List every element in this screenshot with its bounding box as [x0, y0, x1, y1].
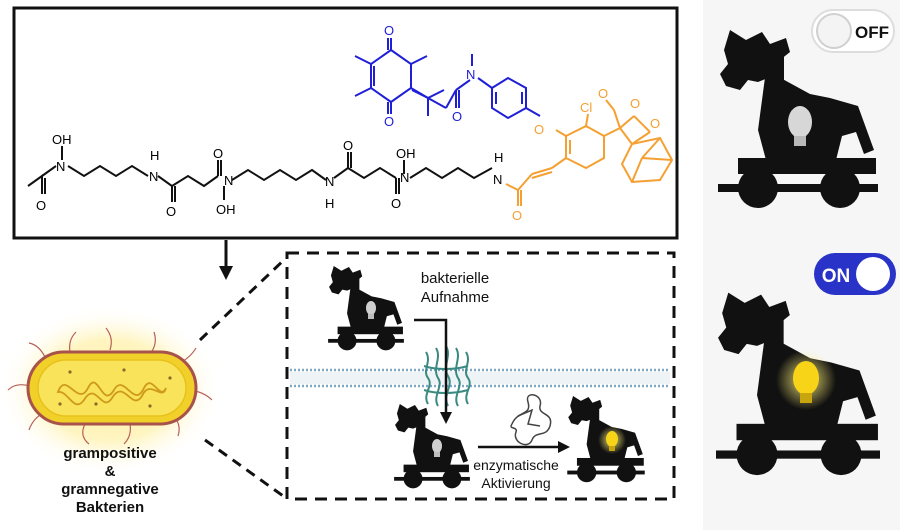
- atom-o-dioxetane-2: O: [650, 116, 660, 131]
- cell-membrane: [290, 368, 670, 388]
- bulb-icon-on-small: [606, 431, 618, 447]
- uptake-label-line1: bakterielle: [421, 270, 489, 287]
- horse-small-inside: [394, 404, 470, 489]
- atom-oh-9: OH: [396, 146, 416, 161]
- toggle-off-knob: [816, 13, 852, 49]
- atom-n-9: N: [400, 170, 409, 185]
- atom-o-acrylamide: O: [512, 208, 522, 223]
- bacteria-label-line2: &: [105, 463, 116, 480]
- zoom-line-bottom: [204, 438, 287, 500]
- siderophore-backbone: [27, 146, 493, 202]
- atom-o-quinone-top: O: [384, 23, 394, 38]
- zoom-line-top: [198, 256, 288, 342]
- bulb-icon-off-large: [788, 106, 812, 138]
- atom-h-n-2: H: [150, 148, 159, 163]
- molecule-frame: [12, 6, 679, 240]
- atom-n-6: N: [325, 174, 334, 189]
- atom-o-amide: O: [452, 109, 462, 124]
- atom-h-n-6: H: [325, 196, 334, 211]
- toggle-on-knob: [856, 257, 890, 291]
- atom-o-methoxy: O: [598, 86, 608, 101]
- bulb-icon-off-small-1: [366, 301, 376, 315]
- atom-o-quinone-bottom: O: [384, 114, 394, 129]
- horse-large-on: [716, 292, 880, 476]
- arrow-to-bacteria: [219, 240, 233, 280]
- atom-oh-1: OH: [52, 132, 72, 147]
- toggle-on[interactable]: ON: [814, 253, 896, 295]
- horse-small-outside: [328, 266, 404, 351]
- toggle-off[interactable]: OFF: [811, 9, 895, 53]
- bacterium: [0, 305, 222, 475]
- uptake-label-line2: Aufnahme: [421, 289, 489, 306]
- bacterium-dna: [56, 381, 167, 406]
- atom-o-3: O: [166, 204, 176, 219]
- quinone-trigger: [354, 38, 541, 120]
- molecule-box: O O N O O: [12, 6, 679, 240]
- toggle-on-label: ON: [822, 266, 851, 287]
- transporter-protein-icon: [423, 345, 471, 407]
- activation-label-line1: enzymatische: [473, 457, 559, 473]
- process-panel: bakterielle Aufnahme enzymatische Aktivi…: [285, 251, 676, 501]
- dioxetane-luminophore: [505, 99, 674, 206]
- bulb-icon-on-large: [793, 361, 819, 395]
- bacteria-label: grampositive & gramnegative Bakterien: [61, 445, 159, 516]
- horse-large-off: [718, 30, 878, 208]
- atom-n-2: N: [149, 169, 158, 184]
- uptake-arrow: [414, 318, 448, 414]
- toggle-off-label: OFF: [855, 23, 889, 42]
- atom-n-1: N: [56, 159, 65, 174]
- activation-label-line2: Aktivierung: [481, 475, 550, 491]
- bulb-icon-off-small-2: [432, 439, 442, 453]
- atom-o-acetyl: O: [36, 198, 46, 213]
- atom-oh-5: OH: [216, 202, 236, 217]
- atom-o-4: O: [213, 146, 223, 161]
- atom-h-n-10: H: [494, 150, 503, 165]
- bacteria-label-line1: grampositive: [63, 445, 156, 462]
- atom-cl: Cl: [580, 100, 592, 115]
- horse-small-activated: [567, 396, 645, 483]
- atom-n-10: N: [493, 172, 502, 187]
- bacteria-label-line4: Bakterien: [76, 499, 144, 516]
- atom-n-5: N: [224, 173, 233, 188]
- atom-o-ether: O: [534, 122, 544, 137]
- atom-n-amide: N: [466, 67, 475, 82]
- atom-o-8: O: [391, 196, 401, 211]
- atom-o-dioxetane-1: O: [630, 96, 640, 111]
- enzyme-icon: [510, 394, 552, 446]
- atom-o-7: O: [343, 138, 353, 153]
- bacteria-label-line3: gramnegative: [61, 481, 159, 498]
